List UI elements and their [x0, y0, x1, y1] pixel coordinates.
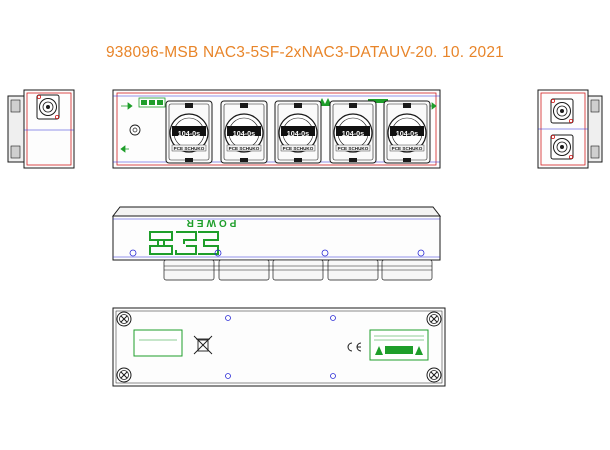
brand-logo — [138, 97, 166, 108]
brand-logo: POWER — [149, 217, 237, 255]
info-label — [133, 329, 183, 357]
weee-bin-icon — [193, 335, 213, 355]
right-side-view — [537, 89, 603, 169]
brand-text: POWER — [184, 217, 237, 228]
front-view: 104-0s PCE SCHUKO 104-0s PCE SCHUKO 104-… — [112, 89, 441, 169]
rating-label — [369, 329, 429, 361]
screw-icon — [426, 311, 442, 327]
socket-0: 104-0s PCE SCHUKO — [165, 100, 213, 164]
socket-bottom-label: PCE SCHUKO — [338, 146, 369, 151]
socket-bottom-label: PCE SCHUKO — [392, 146, 423, 151]
socket-2: 104-0s PCE SCHUKO — [274, 100, 322, 164]
xlr-connector-icon — [550, 98, 574, 124]
screw-icon — [129, 249, 425, 257]
screw-icon — [116, 367, 132, 383]
socket-1: 104-0s PCE SCHUKO — [220, 100, 268, 164]
socket-top-label: 104-0s — [233, 129, 255, 138]
screw-icon — [426, 367, 442, 383]
mounting-hole-icon — [225, 315, 336, 379]
left-side-view — [7, 89, 75, 169]
socket-bottom-label: PCE SCHUKO — [174, 146, 205, 151]
socket-bottom-label: PCE SCHUKO — [283, 146, 314, 151]
arrow-icon — [120, 102, 437, 153]
xlr-connector-icon — [550, 134, 574, 160]
socket-bottom-label: PCE SCHUKO — [229, 146, 260, 151]
socket-top-label: 104-0s — [287, 129, 309, 138]
bottom-view — [112, 307, 446, 387]
side-elevation-view: POWER — [111, 206, 442, 281]
ce-mark-icon — [347, 342, 362, 352]
socket-top-label: 104-0s — [396, 129, 418, 138]
xlr-connector-icon — [36, 94, 60, 120]
drawing-title: 938096-MSB NAC3-5SF-2xNAC3-DATAUV-20. 10… — [105, 44, 505, 61]
screw-icon — [116, 311, 132, 327]
screw-icon — [129, 124, 141, 136]
socket-top-label: 104-0s — [342, 129, 364, 138]
socket-top-label: 104-0s — [178, 129, 200, 138]
socket-3: 104-0s PCE SCHUKO — [329, 100, 377, 164]
socket-4: 104-0s PCE SCHUKO — [383, 100, 431, 164]
